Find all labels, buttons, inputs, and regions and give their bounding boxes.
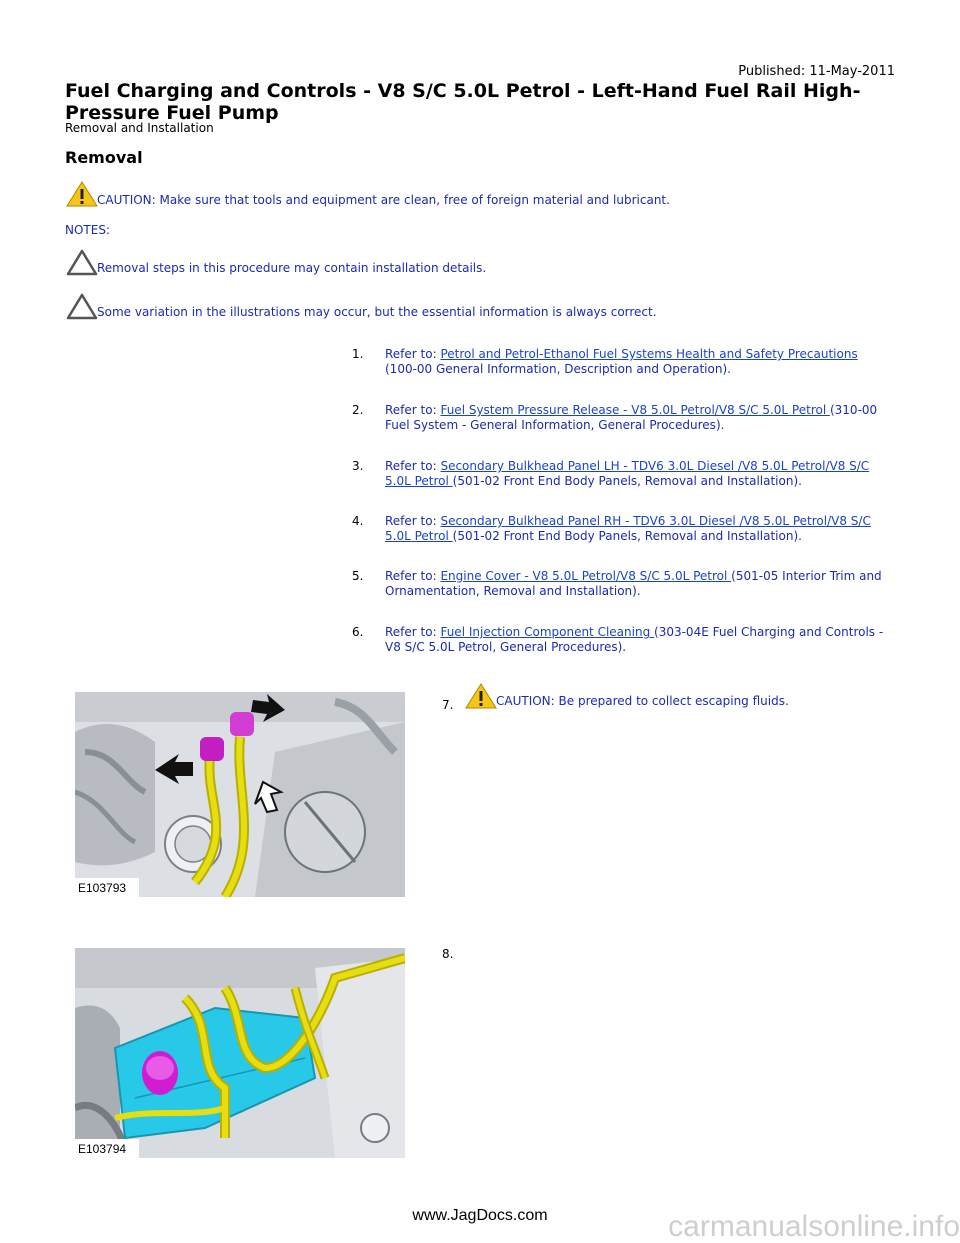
step-suffix: (501-02 Front End Body Panels, Removal a… — [452, 529, 802, 543]
step-number: 5. — [352, 569, 364, 583]
note-triangle-icon — [66, 293, 98, 320]
published-date: Published: 11-May-2011 — [738, 64, 895, 79]
step-link[interactable]: Engine Cover - V8 5.0L Petrol/V8 S/C 5.0… — [440, 569, 732, 583]
engine-illustration-2: E103794 — [75, 948, 405, 1158]
step-prefix: Refer to: — [385, 459, 441, 473]
step-prefix: Refer to: — [385, 569, 441, 583]
figure-label: E103793 — [78, 881, 126, 895]
note-line: Removal steps in this procedure may cont… — [65, 248, 486, 276]
step-number: 7. — [442, 698, 454, 712]
step-link[interactable]: Petrol and Petrol-Ethanol Fuel Systems H… — [440, 347, 858, 361]
step-suffix: (310-00 Fuel System - General Informatio… — [385, 403, 878, 432]
section-title: Removal — [65, 148, 143, 167]
figure-label: E103794 — [78, 1142, 126, 1156]
notes-label: NOTES: — [65, 223, 110, 237]
step-number: 4. — [352, 514, 364, 528]
step-suffix: (501-05 Interior Trim and Ornamentation,… — [385, 569, 882, 598]
page-title: Fuel Charging and Controls - V8 S/C 5.0L… — [65, 80, 861, 124]
note-text: Removal steps in this procedure may cont… — [97, 261, 487, 275]
step-number: 3. — [352, 459, 364, 473]
engine-illustration-1: E103793 — [75, 692, 405, 897]
watermark: carmanualsonline.info — [668, 1210, 960, 1243]
step-link[interactable]: Secondary Bulkhead Panel RH - TDV6 3.0L … — [385, 514, 871, 543]
step-prefix: Refer to: — [385, 347, 441, 361]
caution-triangle-icon — [465, 683, 497, 709]
step-number: 1. — [352, 347, 364, 361]
step-prefix: Refer to: — [385, 403, 441, 417]
step-number: 6. — [352, 625, 364, 639]
figure-fuel-pipe-connectors: E103793 — [75, 692, 405, 897]
caution-text: CAUTION: Make sure that tools and equipm… — [97, 193, 670, 207]
step-suffix: (501-02 Front End Body Panels, Removal a… — [452, 474, 802, 488]
caution-text: CAUTION: Be prepared to collect escaping… — [496, 694, 789, 708]
caution-line: CAUTION: Make sure that tools and equipm… — [65, 180, 670, 208]
step-link[interactable]: Fuel Injection Component Cleaning — [440, 625, 655, 639]
page-subtitle: Removal and Installation — [65, 121, 214, 135]
figure-fuel-rail: E103794 — [75, 948, 405, 1158]
step-link[interactable]: Secondary Bulkhead Panel LH - TDV6 3.0L … — [385, 459, 870, 488]
caution-triangle-icon — [66, 181, 98, 207]
step-link[interactable]: Fuel System Pressure Release - V8 5.0L P… — [440, 403, 830, 417]
step-number: 2. — [352, 403, 364, 417]
note-text: Some variation in the illustrations may … — [97, 305, 657, 319]
footer-url: www.JagDocs.com — [412, 1207, 548, 1224]
step-number-8: 8. — [442, 947, 454, 961]
step-suffix: (303-04E Fuel Charging and Controls - V8… — [385, 625, 884, 654]
step-prefix: Refer to: — [385, 625, 441, 639]
step-suffix: (100-00 General Information, Description… — [385, 362, 731, 376]
note-line: Some variation in the illustrations may … — [65, 292, 657, 320]
step-prefix: Refer to: — [385, 514, 441, 528]
note-triangle-icon — [66, 249, 98, 276]
